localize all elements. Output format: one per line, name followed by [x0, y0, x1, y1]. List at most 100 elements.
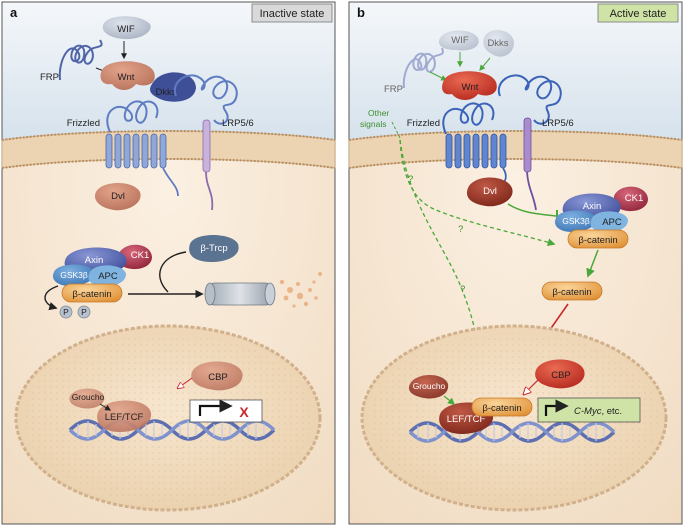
proteasome — [204, 282, 276, 306]
b-apc-label: APC — [602, 217, 622, 228]
panel-a: a Inactive state WIF FRP Wnt Dkks — [1, 1, 336, 525]
b-wif-label: WIF — [451, 35, 469, 46]
b-axin-label: Axin — [583, 201, 601, 212]
b-wif-protein — [438, 30, 479, 51]
b-frp-label: FRP — [384, 84, 403, 95]
b-wnt-label: Wnt — [462, 82, 479, 93]
apc-label: APC — [98, 271, 118, 282]
bcatenin-release-arrow — [586, 249, 599, 278]
b-cbp-protein — [535, 359, 585, 389]
groucho-label: Groucho — [72, 392, 105, 402]
gsk3b-protein — [52, 264, 95, 286]
panel-a-nucleoplasm — [24, 333, 312, 503]
question-mark-3: ? — [460, 284, 465, 295]
b-lrp-label: LRP5/6 — [542, 118, 574, 129]
panel-a-membrane-outer — [1, 130, 336, 141]
panel-b-state-box — [597, 3, 679, 23]
lrp-label: LRP5/6 — [222, 118, 254, 129]
groucho-arrow — [99, 403, 112, 411]
ck1-protein — [118, 244, 152, 270]
phosphate-1-label: P — [63, 307, 69, 317]
b-dkks-protein — [483, 30, 514, 57]
wnt-label: Wnt — [118, 72, 135, 83]
frp-label: FRP — [40, 72, 59, 83]
b-dkks-label: Dkks — [487, 38, 508, 49]
panel-b-transcription-box — [537, 397, 641, 423]
bcatenin-label: β-catenin — [72, 289, 111, 300]
groucho-protein — [69, 388, 105, 409]
gsk3b-label: GSK3β — [60, 270, 88, 280]
phosphate-2-label: P — [81, 307, 87, 317]
other-signals-label-1: Other — [368, 108, 389, 118]
b-dkks-arrow — [479, 57, 491, 71]
b-transcription-arrow — [544, 399, 569, 416]
frizzled-crd — [106, 100, 159, 133]
b-bcatenin-complex-label: β-catenin — [578, 235, 617, 246]
target-gene-suffix: , etc. — [601, 406, 622, 417]
panel-b-membrane-outer — [348, 130, 683, 141]
target-gene-name: C-Myc — [574, 406, 602, 417]
wif-protein — [102, 16, 151, 40]
frp-protein — [58, 39, 103, 81]
lrp-receptor — [202, 119, 214, 211]
b-bcatenin-free-label: β-catenin — [552, 287, 591, 298]
btrcp-label: β-Trcp — [200, 243, 227, 254]
axin-label: Axin — [85, 255, 103, 266]
degradation-fragments — [279, 272, 322, 308]
leftcf-label: LEF/TCF — [105, 412, 144, 423]
btrcp-protein — [189, 235, 239, 262]
cbp-arrow — [178, 377, 193, 388]
panel-b: b Active state WIF Dkks FRP Wnt — [348, 1, 683, 525]
b-leftcf-label: LEF/TCF — [447, 414, 486, 425]
b-frp-protein — [402, 47, 444, 89]
phosphorylation-arrow — [44, 285, 59, 311]
b-cbp-arrow — [524, 379, 539, 394]
destruction-complex: CK1 Axin GSK3β APC β-catenin P P — [44, 244, 152, 319]
b-destruction-complex: CK1 Axin GSK3β APC β-catenin — [554, 186, 648, 249]
b-lrp-extracellular — [497, 74, 562, 125]
b-apc-protein — [590, 211, 628, 233]
b-groucho-arrow — [443, 395, 456, 405]
lrp-extracellular — [173, 74, 238, 125]
ck1-label: CK1 — [131, 250, 149, 261]
b-bcatenin-complex — [567, 229, 629, 249]
panel-a-state-label: Inactive state — [260, 8, 325, 20]
wif-label: WIF — [117, 24, 135, 35]
b-groucho-label: Groucho — [413, 381, 446, 391]
b-groucho-protein — [408, 375, 449, 399]
dkks-protein — [150, 72, 196, 102]
panel-a-letter: a — [10, 5, 18, 20]
panel-b-nucleoplasm — [370, 333, 658, 503]
b-bcatenin-nuclear-label: β-catenin — [482, 403, 521, 414]
b-frizzled-crd — [442, 102, 495, 135]
target-gene-text: C-Myc, etc. — [574, 406, 622, 417]
b-dvl-protein — [466, 177, 513, 207]
bcatenin-protein — [61, 283, 123, 303]
wnt-protein — [100, 61, 155, 90]
phosphate-1 — [59, 305, 73, 319]
b-ck1-protein — [614, 186, 648, 212]
panel-a-membrane-inner — [1, 158, 336, 169]
phosphate-2 — [77, 305, 91, 319]
apc-protein — [88, 265, 126, 287]
panel-b-letter: b — [357, 5, 365, 20]
panel-b-extracellular — [349, 2, 682, 141]
b-bcatenin-free — [541, 281, 603, 301]
dvl-protein — [94, 183, 141, 211]
b-cbp-label: CBP — [551, 370, 571, 381]
b-dvl-label: Dvl — [483, 186, 497, 197]
cbp-protein — [191, 361, 243, 391]
b-wnt-protein — [442, 71, 497, 100]
b-gsk3b-protein — [554, 210, 597, 232]
b-frp-arrow — [429, 71, 448, 81]
frizzled-receptor — [105, 133, 179, 197]
b-lrp-receptor — [523, 117, 537, 211]
b-frizzled-receptor — [445, 133, 507, 187]
transcription-arrow — [198, 399, 233, 416]
b-gsk3b-label: GSK3β — [562, 216, 590, 226]
frizzled-label: Frizzled — [67, 118, 100, 129]
panel-b-state-label: Active state — [610, 8, 667, 20]
dkks-label: Dkks — [155, 87, 176, 98]
question-mark-2: ? — [458, 224, 463, 235]
